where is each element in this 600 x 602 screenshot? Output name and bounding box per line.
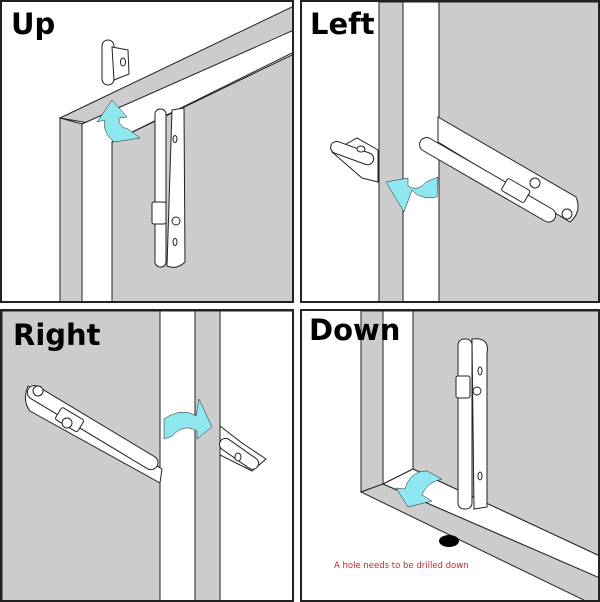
bolt-icon [24, 385, 163, 484]
panel-left: Left [300, 0, 600, 303]
bolt-icon [151, 107, 186, 268]
panel-title-right: Right [13, 318, 101, 352]
arrow-left-icon [385, 176, 439, 213]
drill-note: A hole needs to be drilled down [334, 561, 469, 571]
bolt-icon [419, 116, 579, 223]
arrow-up-icon [96, 99, 141, 143]
bolt-icon [455, 338, 488, 510]
up-illustration [58, 6, 292, 301]
keeper-icon [101, 39, 130, 86]
right-illustration [2, 311, 292, 600]
panel-title-up: Up [11, 7, 56, 41]
arrow-down-icon [395, 470, 443, 508]
arrow-right-icon [163, 398, 213, 440]
panel-title-down: Down [309, 313, 401, 347]
down-illustration [359, 311, 598, 600]
left-illustration [330, 2, 598, 301]
panel-title-left: Left [310, 7, 375, 41]
panel-up: Up [0, 0, 294, 303]
keeper-icon [218, 424, 267, 472]
drill-hole-icon [439, 535, 459, 547]
panel-down: Down A hole needs to be drilled down [300, 309, 600, 602]
keeper-icon [330, 137, 379, 183]
panel-right: Right [0, 309, 294, 602]
